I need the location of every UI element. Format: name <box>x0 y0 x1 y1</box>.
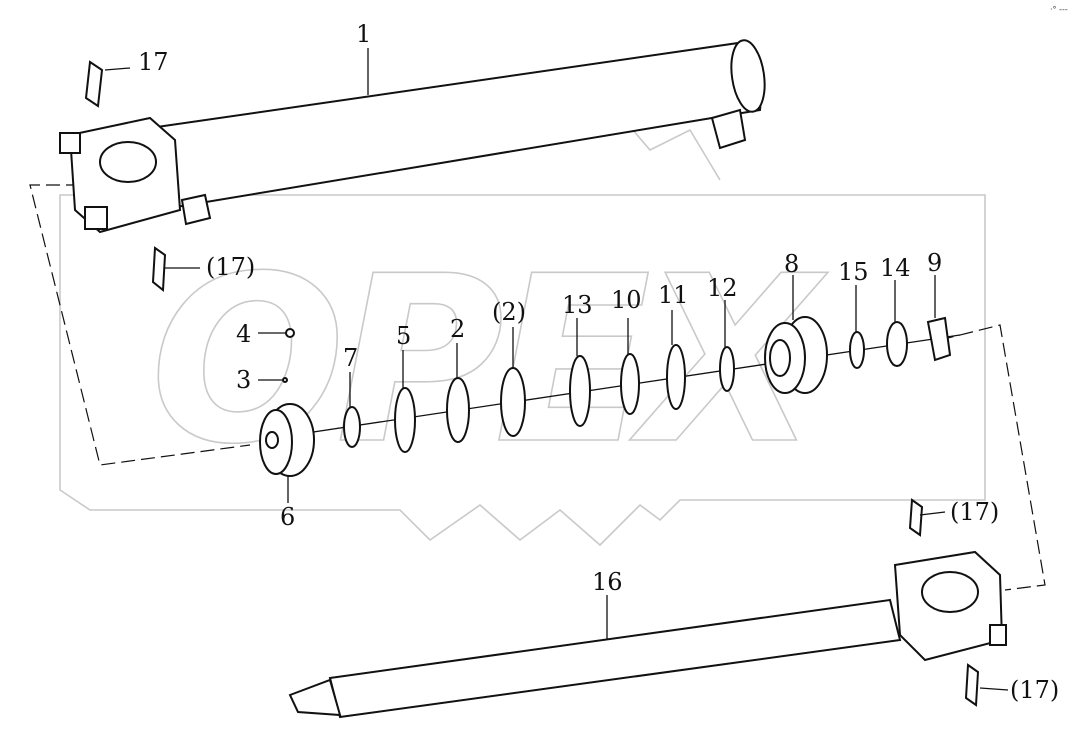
label-5: 5 <box>396 322 411 350</box>
gasket-17-top <box>84 60 104 108</box>
label-3: 3 <box>236 366 251 394</box>
label-1: 1 <box>356 20 371 48</box>
barrel-head-bore <box>99 141 157 183</box>
label-17-right: (17) <box>950 498 999 526</box>
corner-mark: ·° --- <box>1050 5 1068 14</box>
rod-eye-bore <box>921 571 979 613</box>
barrel-port <box>710 108 747 150</box>
ball-4 <box>285 328 295 338</box>
leader-lines <box>104 48 1009 691</box>
label-16: 16 <box>592 568 623 596</box>
piston-rod <box>288 550 1007 719</box>
gasket-17-mid <box>151 246 167 292</box>
gasket-17-right <box>908 498 924 537</box>
label-15: 15 <box>838 258 869 286</box>
barrel-end <box>730 39 766 113</box>
label-9: 9 <box>927 249 942 277</box>
gaskets <box>84 60 980 707</box>
rod-body <box>328 598 902 719</box>
seal-parts <box>259 316 952 477</box>
ring-7 <box>343 406 361 448</box>
ring-2b <box>500 367 526 437</box>
label-10: 10 <box>611 286 642 314</box>
part-axis-line <box>259 334 961 441</box>
ring-12 <box>719 346 735 392</box>
assembly-line-right <box>939 324 1046 591</box>
barrel-head-bolt-bottom <box>84 206 108 230</box>
barrel-head-bolt-top <box>59 132 81 154</box>
cylinder-barrel <box>59 39 766 234</box>
gasket-17-bottom <box>964 663 980 707</box>
nut-9 <box>926 316 952 362</box>
ring-15 <box>849 331 865 369</box>
ball-3 <box>282 377 288 383</box>
label-14: 14 <box>880 254 911 282</box>
label-2-paren: (2) <box>492 298 526 326</box>
part-labels: 1 17 (17) (17) (17) 4 3 7 5 2 (2) 13 10 … <box>138 20 1059 704</box>
label-8: 8 <box>784 250 799 278</box>
rod-thread <box>288 678 342 717</box>
barrel-body <box>148 40 762 210</box>
ring-14 <box>886 321 908 367</box>
label-11: 11 <box>658 281 689 309</box>
ring-2 <box>446 377 470 443</box>
rod-eye-bolt <box>989 624 1007 646</box>
guide-head <box>764 316 828 394</box>
ring-10 <box>620 353 640 415</box>
label-13: 13 <box>562 291 593 319</box>
label-6: 6 <box>280 503 295 531</box>
piston <box>259 403 315 477</box>
label-7: 7 <box>343 344 358 372</box>
label-17-bottom: (17) <box>1010 676 1059 704</box>
label-4: 4 <box>236 320 251 348</box>
label-12: 12 <box>707 274 738 302</box>
ring-13 <box>569 355 591 427</box>
label-2: 2 <box>450 315 465 343</box>
ring-11 <box>666 344 686 410</box>
assembly-line-left <box>29 184 251 466</box>
ring-5 <box>394 387 416 453</box>
label-17-top: 17 <box>138 48 169 76</box>
label-17-mid: (17) <box>206 253 255 281</box>
barrel-side-port <box>180 193 212 226</box>
